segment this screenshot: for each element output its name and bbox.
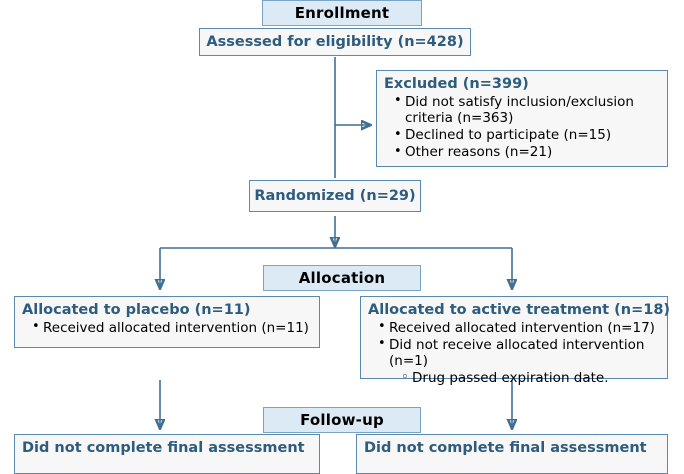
list-item-text: Did not receive allocated intervention (… [389,336,645,370]
list-item: Received allocated intervention (n=17) [378,319,660,336]
node-followup-placebo-heading: Did not complete final assessment [22,440,305,456]
stage-label-allocation: Allocation [263,265,421,291]
list-item: Did not receive allocated intervention (… [378,336,660,386]
node-followup-placebo: Did not complete final assessment [14,434,320,474]
node-followup-active-heading: Did not complete final assessment [364,440,647,456]
node-allocated-active-list: Received allocated intervention (n=17) D… [368,319,660,386]
node-randomized: Randomized (n=29) [249,180,421,212]
consort-flow-diagram: Enrollment Assessed for eligibility (n=4… [0,0,684,456]
node-excluded: Excluded (n=399) Did not satisfy inclusi… [376,70,668,167]
list-item-text: Received allocated intervention (n=17) [389,319,655,336]
list-item-text: Received allocated intervention (n=11) [43,319,309,336]
node-allocated-active-heading: Allocated to active treatment (n=18) [368,302,671,318]
list-item: Received allocated intervention (n=11) [32,319,312,336]
sub-list-item-text: Drug passed expiration date. [412,369,609,386]
node-allocated-placebo: Allocated to placebo (n=11) Received all… [14,296,320,348]
list-item-text: Other reasons (n=21) [405,144,553,161]
node-excluded-heading: Excluded (n=399) [384,76,529,92]
list-item: Declined to participate (n=15) [394,127,660,144]
list-item: Did not satisfy inclusion/exclusion crit… [394,93,660,127]
list-item-text: Declined to participate (n=15) [405,127,612,144]
list-item: Other reasons (n=21) [394,144,660,161]
node-allocated-placebo-heading: Allocated to placebo (n=11) [22,302,251,318]
stage-label-followup: Follow-up [263,407,421,433]
list-item-text: Did not satisfy inclusion/exclusion [405,93,634,110]
node-allocated-placebo-list: Received allocated intervention (n=11) [22,319,312,336]
node-followup-active: Did not complete final assessment [356,434,668,474]
node-allocated-active: Allocated to active treatment (n=18) Rec… [360,296,671,386]
connector-lines [0,57,684,456]
stage-label-enrollment: Enrollment [262,0,422,26]
list-item-text-wrap: criteria (n=363) [405,110,514,127]
node-allocated-active-sublist: Drug passed expiration date. [389,369,660,386]
node-assessed-for-eligibility: Assessed for eligibility (n=428) [199,28,471,56]
sub-list-item: Drug passed expiration date. [401,369,660,386]
node-excluded-list: Did not satisfy inclusion/exclusion crit… [384,93,660,161]
